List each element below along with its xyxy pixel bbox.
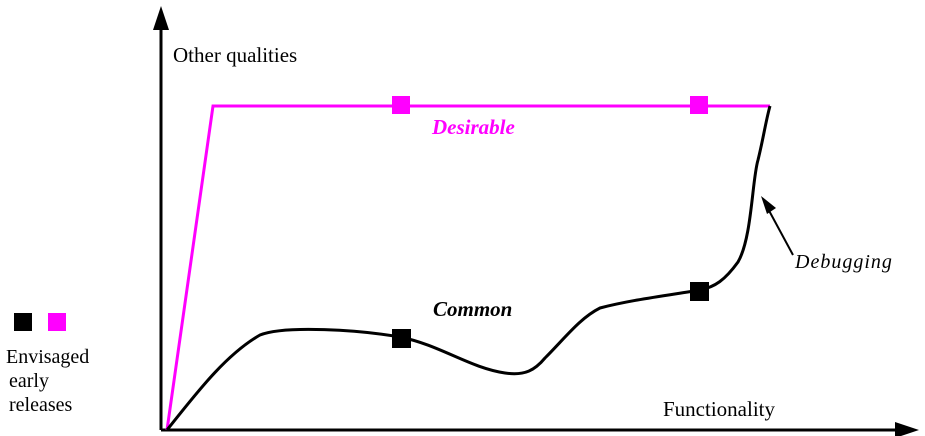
- legend-line-3: releases: [9, 394, 73, 416]
- desirable-label: Desirable: [431, 115, 515, 139]
- debugging-label: Debugging: [794, 251, 893, 273]
- legend-marker-black: [14, 313, 32, 331]
- debugging-arrowhead: [761, 196, 776, 214]
- y-axis-arrowhead: [153, 6, 169, 30]
- debugging-arrow: [765, 204, 794, 256]
- legend-line-2: early: [9, 370, 49, 392]
- x-axis-arrowhead: [895, 422, 919, 436]
- desirable-release-marker: [690, 96, 708, 114]
- desirable-release-marker: [392, 96, 410, 114]
- common-label: Common: [433, 297, 512, 321]
- legend-text: Envisaged early releases: [6, 345, 89, 417]
- common-curve: [165, 105, 772, 431]
- common-release-marker: [690, 282, 709, 301]
- common-release-marker: [392, 329, 411, 348]
- desirable-curve: [165, 104, 770, 431]
- legend-marker-magenta: [48, 313, 66, 331]
- y-axis-label: Other qualities: [173, 43, 297, 67]
- x-axis-label: Functionality: [663, 397, 775, 421]
- legend-line-1: Envisaged: [6, 346, 90, 368]
